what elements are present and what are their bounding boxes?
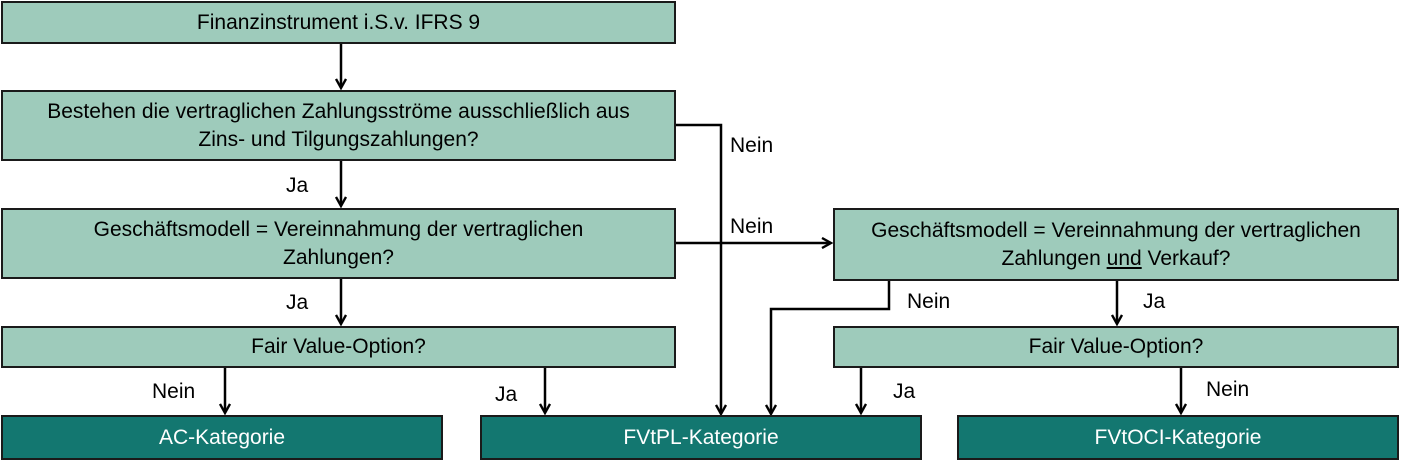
- cashflow-question-box: Bestehen die vertraglichen Zahlungsström…: [1, 90, 676, 161]
- business-model-hold-sell-box: Geschäftsmodell = Vereinnahmung der vert…: [833, 208, 1399, 281]
- result-ac-box: AC-Kategorie: [1, 415, 443, 460]
- label-hold-no: Nein: [730, 215, 774, 238]
- cashflow-question-line1: Bestehen die vertraglichen Zahlungsström…: [47, 99, 630, 123]
- fair-value-option-right-text: Fair Value-Option?: [1028, 335, 1204, 358]
- label-hold-yes: Ja: [286, 291, 309, 314]
- start-box: Finanzinstrument i.S.v. IFRS 9: [1, 1, 676, 44]
- business-model-hold-sell-line1: Geschäftsmodell = Vereinnahmung der vert…: [871, 218, 1361, 242]
- result-fvtoci-text: FVtOCI-Kategorie: [1094, 425, 1262, 449]
- cashflow-question-line2: Zins- und Tilgungszahlungen?: [198, 127, 479, 151]
- label-cashflows-yes: Ja: [286, 174, 309, 197]
- business-model-hold-box: Geschäftsmodell = Vereinnahmung der vert…: [1, 208, 676, 279]
- business-model-hold-sell-line2-a: Zahlungen: [1001, 246, 1107, 270]
- fair-value-option-left-text: Fair Value-Option?: [251, 335, 426, 358]
- label-fvo-right-no: Nein: [1206, 378, 1250, 401]
- label-cashflows-no: Nein: [730, 134, 774, 157]
- label-fvo-left-no: Nein: [152, 380, 196, 403]
- fair-value-option-right-box: Fair Value-Option?: [833, 326, 1399, 368]
- business-model-hold-sell-line2: Zahlungen und Verkauf?: [871, 245, 1361, 273]
- label-fvo-left-yes: Ja: [495, 383, 518, 406]
- label-fvo-right-yes: Ja: [893, 380, 916, 403]
- fair-value-option-left-box: Fair Value-Option?: [1, 326, 676, 368]
- result-fvtpl-text: FVtPL-Kategorie: [623, 425, 779, 449]
- start-box-text: Finanzinstrument i.S.v. IFRS 9: [196, 10, 481, 34]
- business-model-hold-line1: Geschäftsmodell = Vereinnahmung der vert…: [93, 217, 584, 241]
- business-model-hold-sell-line2-underlined: und: [1106, 246, 1142, 270]
- result-fvtpl-box: FVtPL-Kategorie: [480, 415, 922, 460]
- arrow-hold-sell-no: [771, 281, 891, 414]
- result-ac-text: AC-Kategorie: [158, 425, 286, 449]
- business-model-hold-sell-line2-b: Verkauf?: [1141, 246, 1231, 270]
- result-fvtoci-box: FVtOCI-Kategorie: [957, 415, 1399, 460]
- label-hold-sell-no: Nein: [907, 290, 951, 313]
- label-hold-sell-yes: Ja: [1143, 290, 1166, 313]
- arrow-cashflows-no: [676, 123, 721, 414]
- business-model-hold-line2: Zahlungen?: [283, 245, 394, 269]
